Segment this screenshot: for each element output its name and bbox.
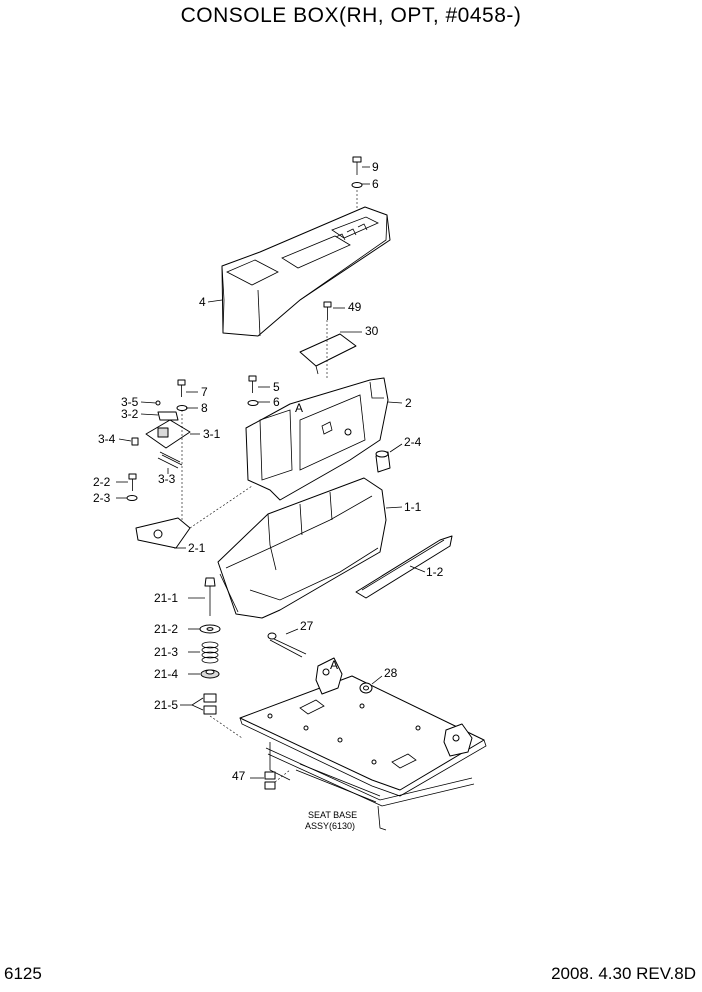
screw-3-4 <box>131 437 139 446</box>
callout-A-1: A <box>295 401 303 415</box>
spring-21-3 <box>201 641 219 664</box>
callout-5: 5 <box>273 380 280 394</box>
page-title: CONSOLE BOX(RH, OPT, #0458-) <box>180 4 522 27</box>
callout-1-2: 1-2 <box>426 565 444 579</box>
bracket-2-1 <box>135 517 191 549</box>
pin-27 <box>267 632 307 658</box>
screw-9 <box>352 156 362 175</box>
clip-28 <box>359 682 373 694</box>
clip-3-5 <box>155 400 161 406</box>
page-code: 6125 <box>4 964 42 983</box>
callout-2-4: 2-4 <box>404 435 422 449</box>
bushing-2-4 <box>375 450 391 473</box>
exploded-parts-diagram: 9 6 4 49 30 2 A <box>93 156 487 831</box>
bracket-30 <box>299 333 357 375</box>
nuts-47 <box>264 771 276 790</box>
callout-49: 49 <box>348 300 362 314</box>
callout-1-1: 1-1 <box>404 500 422 514</box>
callout-47: 47 <box>232 769 246 783</box>
washer-2-3 <box>126 495 138 501</box>
callout-6-mid: 6 <box>273 395 280 409</box>
switch-plate-3-1 <box>145 419 191 449</box>
callout-3-3: 3-3 <box>158 472 176 486</box>
callout-3-2: 3-2 <box>121 407 139 421</box>
callout-27: 27 <box>300 619 314 633</box>
callout-9: 9 <box>372 160 379 174</box>
callout-2-2: 2-2 <box>93 475 111 489</box>
callout-21-2: 21-2 <box>154 622 178 636</box>
washer-6-top <box>351 182 363 188</box>
washer-8 <box>176 405 188 411</box>
date-revision: 2008. 4.30 REV.8D <box>551 964 696 983</box>
console-frame-2 <box>245 377 389 501</box>
washer-6-mid <box>247 400 259 406</box>
callout-2-1: 2-1 <box>188 541 206 555</box>
callout-7: 7 <box>201 385 208 399</box>
console-cover-4 <box>221 206 391 337</box>
bracket-3-2 <box>157 411 179 421</box>
callout-21-3: 21-3 <box>154 645 178 659</box>
callout-2-3: 2-3 <box>93 491 111 505</box>
callout-2: 2 <box>405 396 412 410</box>
screw-2-2 <box>128 473 137 491</box>
console-tray-1-1 <box>217 477 387 619</box>
bolt-21-1 <box>204 577 216 616</box>
callout-3-1: 3-1 <box>203 427 221 441</box>
callout-4: 4 <box>199 295 206 309</box>
nuts-21-5 <box>203 693 217 715</box>
screw-49 <box>323 301 332 320</box>
screw-7 <box>177 379 186 397</box>
callout-3-5: 3-5 <box>121 395 139 409</box>
seat-base-note-line1: SEAT BASE <box>308 810 357 820</box>
seat-base-note-line2: ASSY(6130) <box>305 821 355 831</box>
side-cover-1-2 <box>355 535 453 599</box>
screw-5 <box>248 375 257 393</box>
callout-6-top: 6 <box>372 177 379 191</box>
callout-21-1: 21-1 <box>154 591 178 605</box>
callout-21-4: 21-4 <box>154 667 178 681</box>
callout-28: 28 <box>384 666 398 680</box>
callout-3-4: 3-4 <box>98 432 116 446</box>
damper-21-4 <box>200 669 220 679</box>
seat-base-assy <box>239 657 487 831</box>
callout-A-2: A <box>330 658 338 672</box>
spring-3-3 <box>157 451 183 469</box>
callout-21-5: 21-5 <box>154 698 178 712</box>
callout-8: 8 <box>201 401 208 415</box>
callout-30: 30 <box>365 324 379 338</box>
